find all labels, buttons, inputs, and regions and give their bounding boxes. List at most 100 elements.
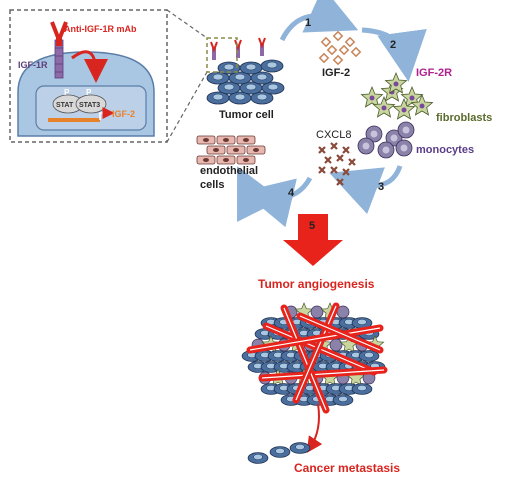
endothelial-nucleus [243, 138, 249, 142]
gene-label: IGF-2 [112, 109, 135, 119]
antibody-icon [210, 41, 218, 53]
igf2r-dot [409, 95, 415, 101]
cycle-arrow-4 [242, 176, 313, 228]
tumor-cell-nucleus [253, 454, 263, 460]
igf2-molecule [332, 54, 344, 66]
monocytes-label: monocytes [416, 144, 474, 156]
tumor-cell-nucleus [223, 83, 235, 91]
cxcl8-molecule [336, 154, 344, 162]
monocyte [310, 305, 324, 319]
endothelial-label-1: endothelial [200, 165, 258, 177]
cycle-arrow-3 [329, 165, 403, 215]
phospho-right: P [86, 88, 92, 97]
tumor-cell-cluster [206, 37, 285, 105]
cxcl8-molecule [324, 156, 332, 164]
endothelial-nucleus [233, 148, 239, 152]
igf2r-dot [393, 81, 399, 87]
fibroblast-cluster [360, 71, 434, 120]
endothelial-cells [196, 135, 266, 165]
igf2-molecules [318, 30, 362, 66]
monocyte-cluster [357, 121, 415, 159]
metastasis-arrow [306, 403, 323, 453]
cxcl8-molecule [342, 168, 350, 176]
tumor-cell-nucleus [364, 352, 374, 358]
igf2r-dot [381, 105, 387, 111]
monocyte-nucleus [402, 126, 410, 134]
monocyte [329, 338, 343, 352]
transcription-arrow [99, 107, 115, 120]
phospho-left: P [64, 88, 70, 97]
monocyte-nucleus [382, 146, 390, 154]
tumor-cell-nucleus [212, 93, 224, 101]
endothelial-nucleus [223, 138, 229, 142]
cxcl8-molecule [336, 178, 344, 186]
blood-vessel-lumen [249, 327, 381, 351]
endothelial-label-2: cells [200, 179, 224, 191]
tumor-cell-nucleus [223, 63, 235, 71]
tumor-cell-nucleus [338, 396, 348, 402]
endothelial-nucleus [203, 158, 209, 162]
step-5: 5 [309, 220, 315, 232]
step-3: 3 [378, 181, 384, 193]
endothelial-nucleus [223, 158, 229, 162]
igf1r-receptor [236, 46, 240, 58]
tumor-cell-nucleus [212, 73, 224, 81]
zoom-box [206, 37, 238, 73]
step-1: 1 [305, 17, 311, 29]
igf2-molecule [318, 52, 330, 64]
cancer-metastasis-label: Cancer metastasis [294, 461, 400, 475]
tumor-cell-nucleus [266, 61, 278, 69]
tumor-cell-nucleus [245, 83, 257, 91]
cxcl8-molecule [318, 166, 326, 174]
igf2-molecule [350, 46, 362, 58]
igf2-molecule [320, 36, 332, 48]
tumor-cell-nucleus [256, 93, 268, 101]
fibroblasts-label: fibroblasts [436, 112, 492, 124]
tumor-cell-nucleus [267, 83, 279, 91]
tumor-cell-label: Tumor cell [219, 109, 274, 121]
tumor-cell-nucleus [357, 319, 367, 325]
blood-vessel-lumen [261, 369, 385, 379]
tumor-cell-nucleus [295, 444, 305, 450]
endothelial-nucleus [213, 148, 219, 152]
tumor-cell-nucleus [256, 73, 268, 81]
step-5-arrow [283, 214, 343, 266]
igf2r-label: IGF-2R [416, 67, 452, 79]
receptor-label: IGF-1R [18, 60, 48, 70]
tumor-cell-nucleus [234, 73, 246, 81]
endothelial-nucleus [203, 138, 209, 142]
cxcl8-molecule [330, 166, 338, 174]
igf2-molecule [332, 30, 344, 42]
cxcl8-label: CXCL8 [316, 129, 351, 141]
tumor-cell-nucleus [357, 385, 367, 391]
monocyte-nucleus [362, 142, 370, 150]
igf2-molecule [344, 36, 356, 48]
antibody-icon [234, 39, 242, 51]
blood-vessels [246, 302, 388, 414]
cycle-arrow-4-tail [237, 166, 282, 223]
igf2r-dot [419, 103, 425, 109]
stat-left-label: STAT [56, 102, 74, 109]
cxcl8-molecules [318, 142, 356, 186]
igf2-molecule [326, 44, 338, 56]
tumor-cell-nucleus [275, 448, 285, 454]
blood-vessel-lumen [299, 315, 381, 351]
monocyte-nucleus [400, 144, 408, 152]
igf2-molecule [338, 44, 350, 56]
cycle-arrow-1 [279, 0, 359, 42]
antibody-icon [258, 37, 266, 49]
igf2r-dot [401, 107, 407, 113]
endothelial-nucleus [253, 148, 259, 152]
igf2-label: IGF-2 [322, 67, 350, 79]
igf2r-dot [369, 95, 375, 101]
blood-vessel-lumen [295, 305, 337, 401]
tumor-angiogenesis-label: Tumor angiogenesis [258, 277, 375, 291]
metastatic-cells [247, 442, 311, 464]
gene-bar [48, 118, 100, 122]
monocyte-nucleus [390, 134, 398, 142]
cxcl8-molecule [318, 146, 326, 154]
stat-dimer [52, 94, 107, 114]
cxcl8-molecule [330, 142, 338, 150]
